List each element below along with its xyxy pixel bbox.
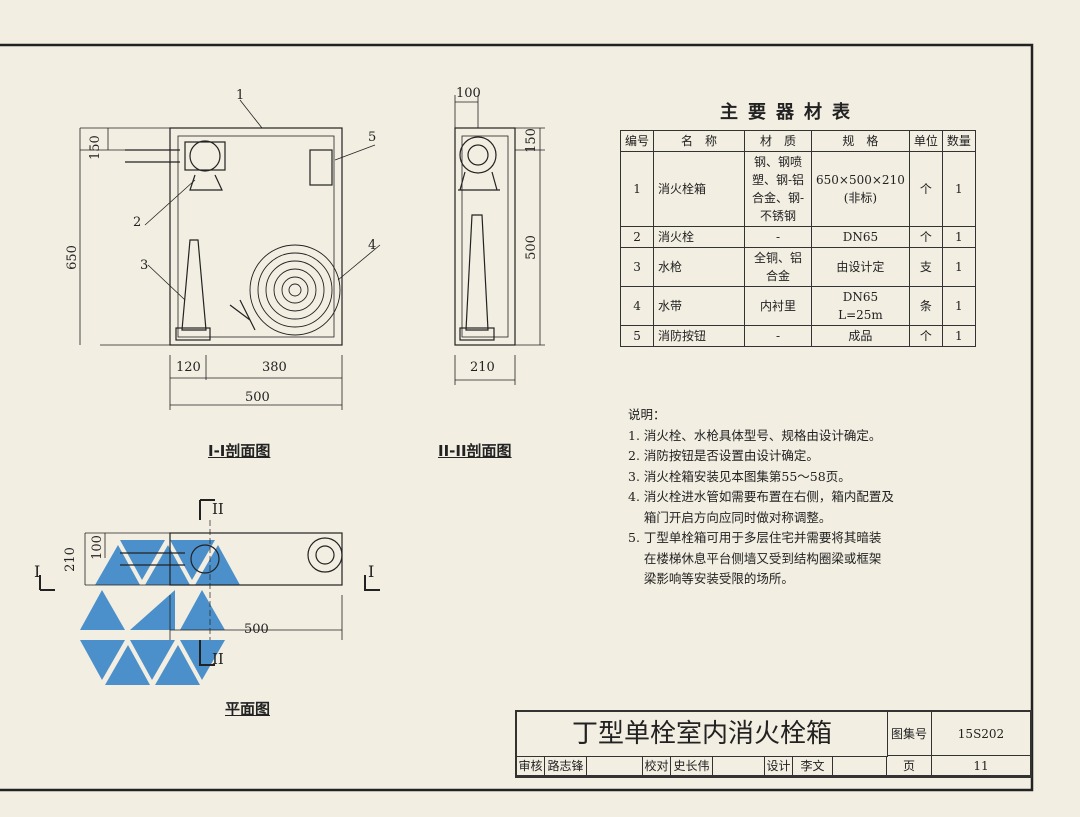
notes: 说明： 1. 消火栓、水枪具体型号、规格由设计确定。 2. 消防按钮是否设置由设…: [628, 405, 894, 590]
cell: DN65: [811, 226, 910, 248]
reviewer-name: 路志锋: [545, 756, 587, 776]
checker-signature: [713, 756, 765, 776]
plan-drawing: [39, 499, 380, 666]
cell: 条: [908, 286, 943, 326]
cell: 支: [908, 247, 943, 287]
cell: 由设计定: [811, 247, 910, 287]
section-1-title: I-I剖面图: [208, 442, 271, 460]
designer-signature: [833, 756, 887, 776]
dim-height-650: 650: [64, 245, 80, 270]
cell: 个: [908, 226, 943, 248]
col-header: 名 称: [653, 130, 746, 152]
table-header-row: 编号名 称材 质规 格单位数量: [619, 130, 976, 152]
cell: 1: [941, 286, 976, 326]
cell: 1: [941, 247, 976, 287]
note-line: 5. 丁型单栓箱可用于多层住宅并需要将其暗装: [628, 530, 882, 545]
note-line: 2. 消防按钮是否设置由设计确定。: [628, 448, 819, 463]
section-mark-ii-bottom: II: [212, 650, 224, 668]
cell: 1: [941, 151, 976, 227]
cell: 消防按钮: [653, 325, 746, 347]
check-label: 校对: [643, 756, 671, 776]
dim-top-150: 150: [88, 135, 103, 160]
callout-2: 2: [133, 215, 142, 230]
dim-100-plan: 100: [89, 535, 105, 560]
col-header: 规 格: [811, 130, 910, 152]
cell: 个: [908, 151, 943, 227]
designer-name: 李文: [793, 756, 833, 776]
atlas-number: 15S202: [932, 712, 1030, 756]
page-number: 11: [932, 756, 1030, 776]
cell: 成品: [811, 325, 910, 347]
dim-210-plan: 210: [62, 547, 78, 572]
cell: 全铜、铝合金: [744, 247, 813, 287]
section-2-drawing: [454, 95, 545, 385]
note-line: 箱门开启方向应同时做对称调整。: [628, 509, 832, 525]
col-header: 材 质: [744, 130, 813, 152]
callout-4: 4: [368, 238, 377, 253]
section-1-drawing: [79, 99, 381, 410]
dim-380: 380: [262, 360, 287, 375]
notes-heading: 说明：: [628, 407, 666, 422]
col-header: 编号: [619, 130, 655, 152]
cell: 650×500×210 (非标): [811, 151, 910, 227]
cell: -: [744, 325, 813, 347]
cell: 1: [619, 151, 655, 227]
review-label: 审核: [517, 756, 545, 776]
cell: -: [744, 226, 813, 248]
cell: 5: [619, 325, 655, 347]
cell: 水带: [653, 286, 746, 326]
title-block: 丁型单栓室内消火栓箱 图集号 15S202 审核 路志锋 校对 史长伟 设计 李…: [515, 710, 1032, 778]
cell: 1: [941, 325, 976, 347]
col-header: 单位: [908, 130, 943, 152]
table-title: 主要器材表: [720, 102, 860, 123]
plan-title: 平面图: [225, 700, 271, 718]
dim-500: 500: [245, 390, 270, 405]
section-mark-i-left: I: [34, 562, 41, 581]
cell: 消火栓: [653, 226, 746, 248]
dim-100: 100: [456, 86, 481, 101]
note-line: 4. 消火栓进水管如需要布置在右侧，箱内配置及: [628, 489, 894, 504]
dim-500-plan: 500: [244, 622, 269, 637]
cell: 内衬里: [744, 286, 813, 326]
section-mark-ii-top: II: [212, 500, 224, 518]
design-label: 设计: [765, 756, 793, 776]
atlas-label: 图集号: [887, 712, 932, 756]
cell: 水枪: [653, 247, 746, 287]
cell: 4: [619, 286, 655, 326]
checker-name: 史长伟: [671, 756, 713, 776]
callout-5: 5: [368, 130, 377, 145]
section-mark-i-right: I: [368, 562, 375, 581]
col-header: 数量: [941, 130, 976, 152]
cell: 2: [619, 226, 655, 248]
reviewer-signature: [587, 756, 643, 776]
note-line: 1. 消火栓、水枪具体型号、规格由设计确定。: [628, 427, 882, 443]
callout-3: 3: [140, 258, 149, 273]
dim-120: 120: [176, 360, 201, 375]
sheet-frame: [0, 43, 1034, 792]
callout-1: 1: [236, 88, 245, 103]
cell: 1: [941, 226, 976, 248]
dim-500-s2: 500: [523, 235, 539, 260]
page-label: 页: [887, 756, 932, 776]
note-line: 梁影响等安装受限的场所。: [628, 571, 794, 586]
cell: DN65 L=25m: [811, 286, 910, 326]
drawing-title: 丁型单栓室内消火栓箱: [517, 712, 888, 757]
cell: 个: [908, 325, 943, 347]
dim-210-s2: 210: [470, 360, 495, 375]
note-line: 在楼梯休息平台侧墙又受到结构圈梁或框架: [628, 550, 882, 566]
dim-150-s2: 150: [523, 128, 539, 153]
cell: 3: [619, 247, 655, 287]
section-2-title: II-II剖面图: [438, 442, 512, 460]
cell: 消火栓箱: [653, 151, 746, 227]
cell: 钢、钢喷塑、钢-铝合金、钢-不锈钢: [744, 151, 813, 227]
note-line: 3. 消火栓箱安装见本图集第55～58页。: [628, 468, 851, 484]
